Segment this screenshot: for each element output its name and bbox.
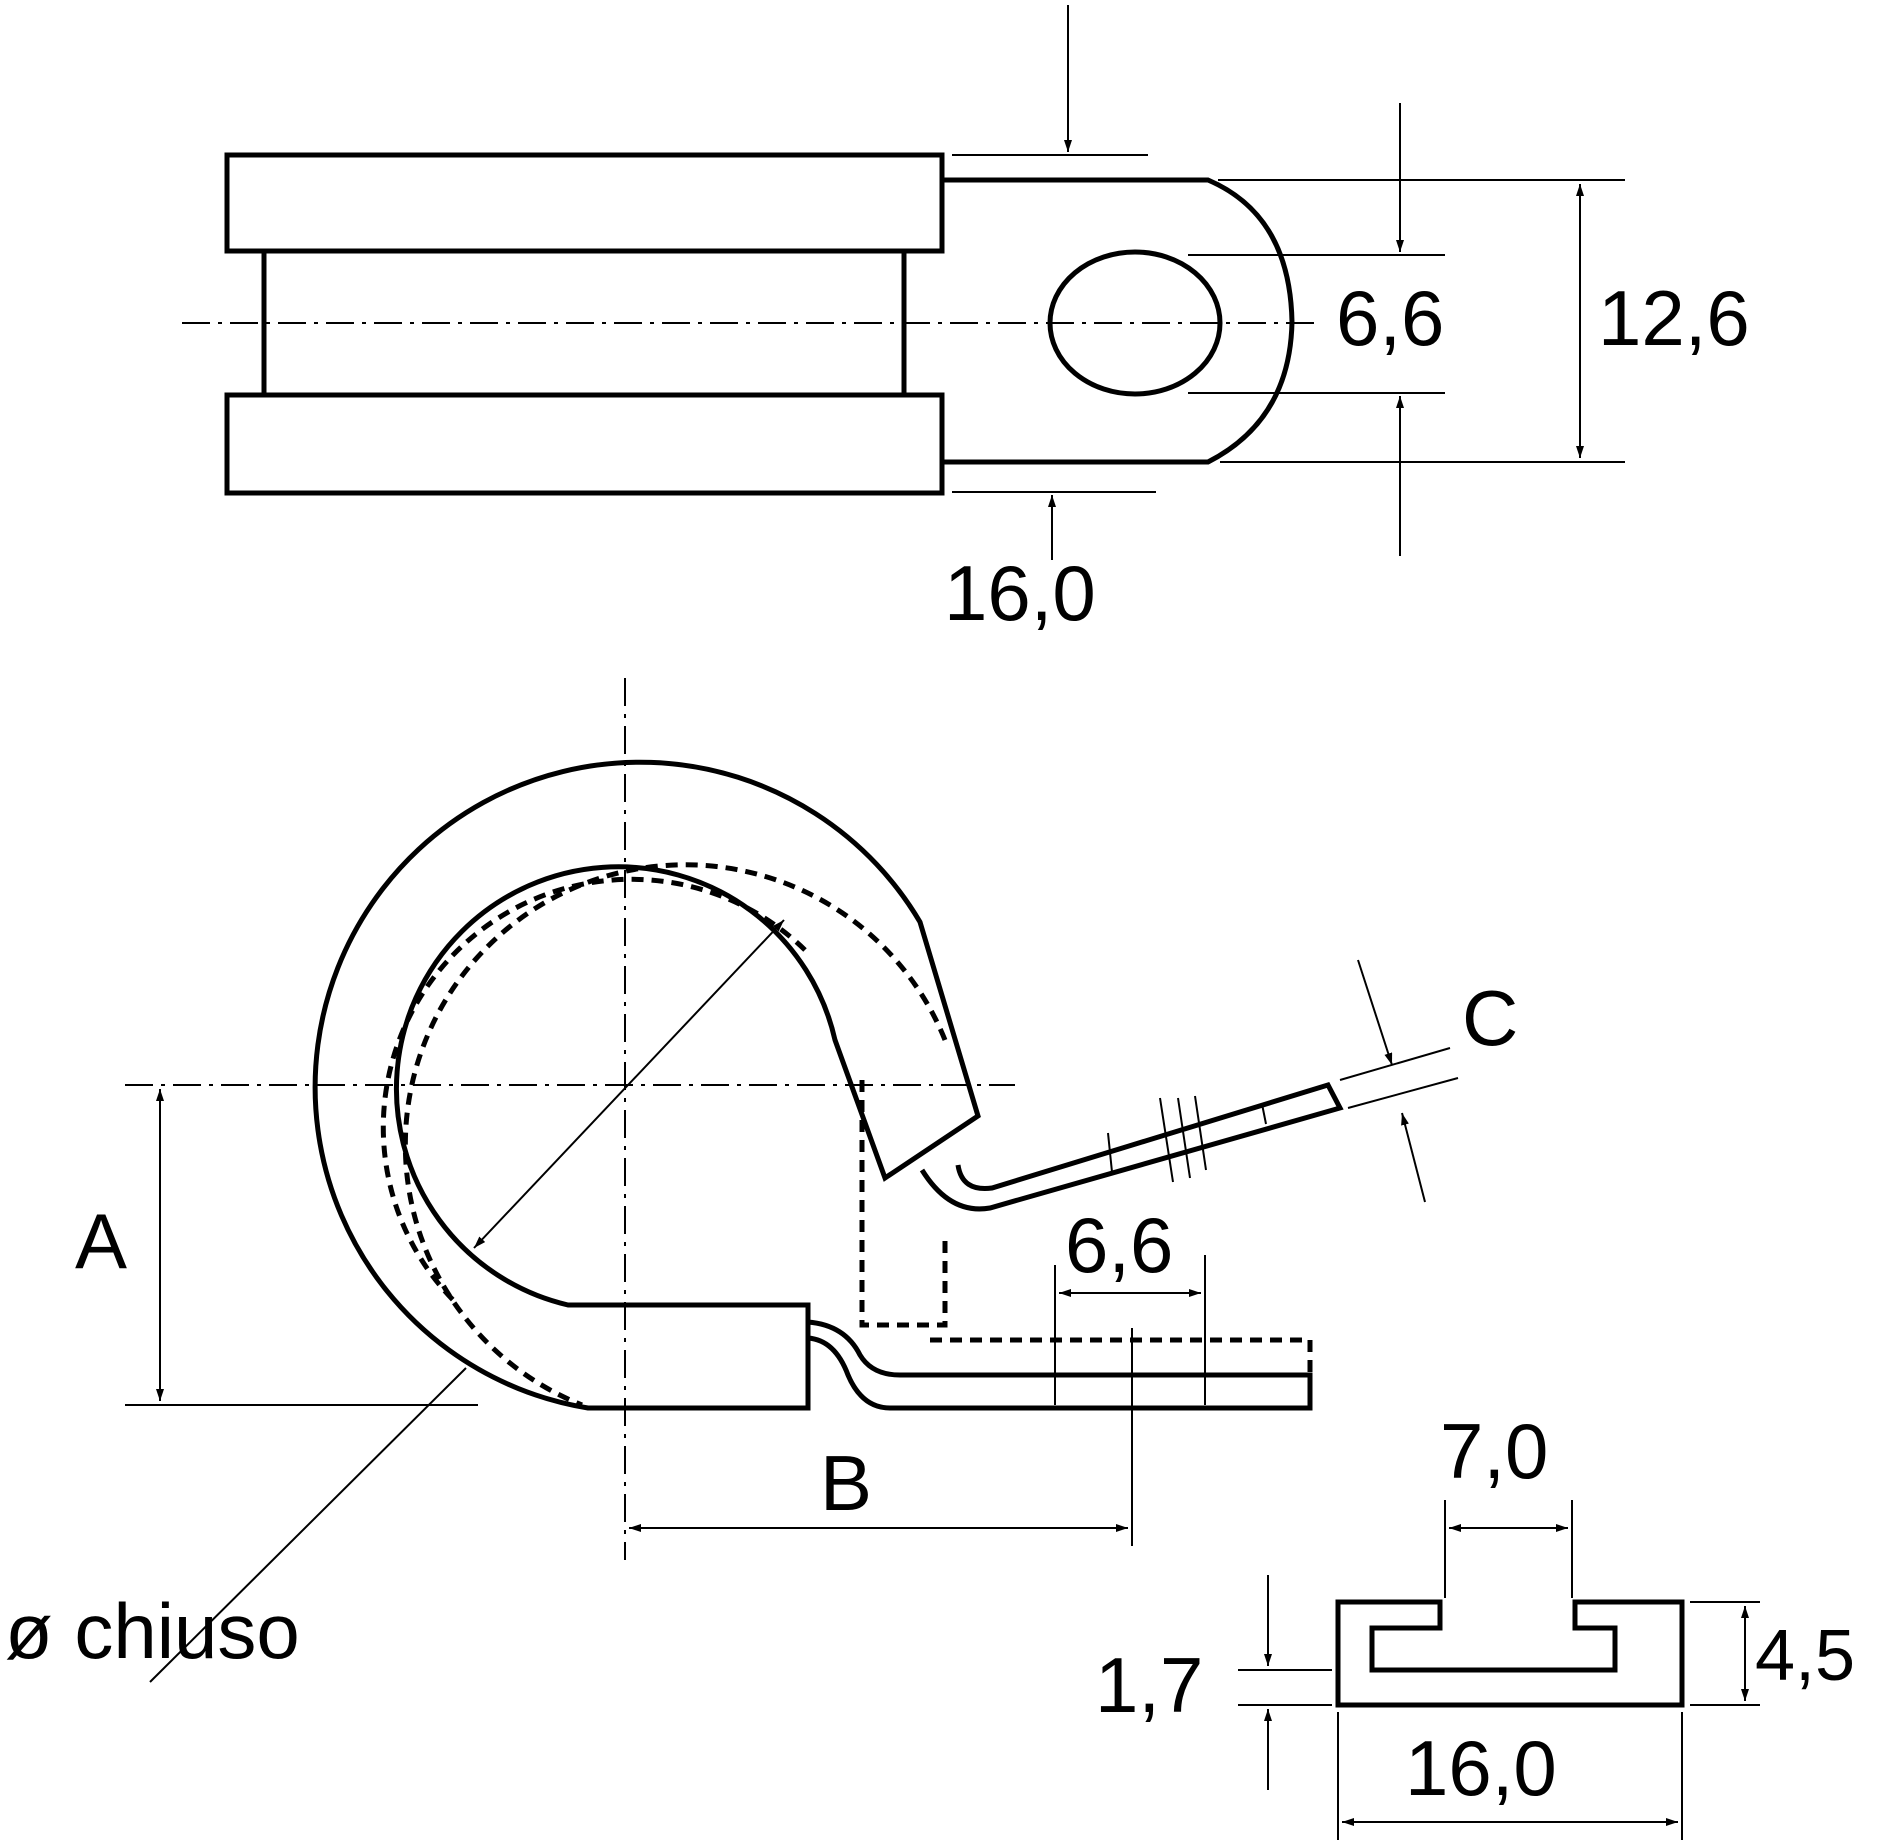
dimension-profile-width-label: 16,0 xyxy=(1405,1724,1557,1812)
metal-tab-outline xyxy=(942,177,1295,465)
dimension-line-closed-diameter xyxy=(473,919,785,1249)
label-a: A xyxy=(75,1197,127,1285)
extension-line xyxy=(1339,1047,1451,1081)
rubber-lower-flange xyxy=(224,392,945,496)
tab-tick xyxy=(1159,1097,1174,1183)
dimension-width-label: 12,6 xyxy=(1598,274,1750,362)
extension-line xyxy=(1347,1077,1459,1109)
profile-view: 7,0 4,5 1,7 16,0 xyxy=(1095,1407,1855,1840)
top-view: 12,6 6,6 16,0 xyxy=(182,5,1750,637)
dimension-thickness-label: 1,7 xyxy=(1095,1641,1203,1729)
tab-tick xyxy=(1194,1095,1207,1171)
tab-tick xyxy=(1261,1103,1267,1125)
rubber-upper-flange xyxy=(224,152,945,254)
dimension-arrow-c-top xyxy=(1357,959,1393,1066)
dimension-height-label: 4,5 xyxy=(1755,1616,1855,1696)
label-c: C xyxy=(1462,974,1518,1062)
metal-band-hidden-inner xyxy=(380,876,807,1307)
rubber-profile-outline xyxy=(1335,1599,1685,1708)
metal-tab-hidden xyxy=(859,1080,1313,1375)
dimension-hole-label: 6,6 xyxy=(1336,274,1444,362)
metal-tab-lower xyxy=(807,1319,1313,1411)
label-closed-diameter: ø chiuso xyxy=(5,1587,300,1675)
dimension-gap-label: 7,0 xyxy=(1440,1407,1548,1495)
tab-tick xyxy=(1177,1097,1191,1179)
side-view: A B 6,6 C ø chiuso xyxy=(5,678,1518,1683)
rubber-outer-outline xyxy=(312,759,981,1411)
tab-tick xyxy=(1107,1132,1113,1173)
dimension-length-label: 16,0 xyxy=(944,549,1096,637)
dimension-arrow-c-bottom xyxy=(1401,1112,1426,1203)
leader-line-closed-diameter xyxy=(149,1367,467,1683)
dimension-hole-label-side: 6,6 xyxy=(1065,1201,1173,1289)
label-b: B xyxy=(820,1439,872,1527)
metal-tab-upper xyxy=(919,1082,1344,1212)
